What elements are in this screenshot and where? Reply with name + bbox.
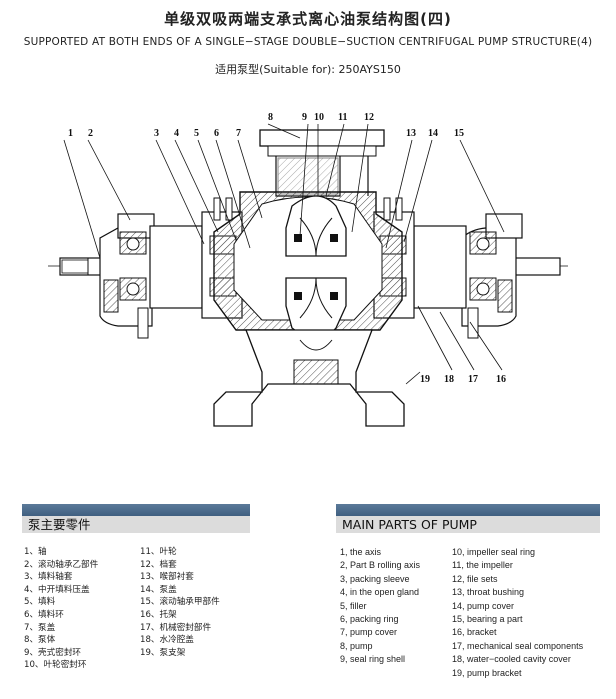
list-item: 8、泵体 [24, 635, 56, 646]
callout-12: 12 [364, 112, 374, 123]
callout-3: 3 [154, 128, 159, 139]
page-title: 单级双吸两端支承式离心油泵结构图(四) [164, 10, 452, 28]
parts-cn-column-2: 11、叶轮 12、档套 13、喉部衬套 14、泵盖 15、滚动轴承甲部件 16、… [140, 546, 220, 659]
list-item: 6、填料环 [24, 609, 64, 620]
callout-16: 16 [496, 374, 506, 385]
list-item: 2、滚动轴承乙部件 [24, 559, 99, 570]
callout-11: 11 [338, 112, 347, 123]
callout-9: 9 [302, 112, 307, 123]
callout-2: 2 [88, 128, 93, 139]
callout-7: 7 [236, 128, 241, 139]
list-item: 17, mechanical seal components [452, 640, 584, 651]
list-item: 17、机械密封部件 [140, 622, 212, 633]
callout-6: 6 [214, 128, 219, 139]
list-item: 15、滚动轴承甲部件 [140, 597, 220, 608]
parts-cn-column-1: 1、轴 2、滚动轴承乙部件 3、填料轴套 4、中开填料压盖 5、填料 6、填料环… [24, 546, 98, 672]
list-item: 13, throat bushing [452, 587, 525, 598]
page-subtitle: SUPPORTED AT BOTH ENDS OF A SINGLE−STAGE… [23, 36, 593, 48]
callout-14: 14 [428, 128, 438, 139]
list-item: 19, pump bracket [452, 667, 522, 678]
list-item: 4、中开填料压盖 [24, 584, 90, 595]
parts-en-column-2: 10, impeller seal ring 11, the impeller … [452, 546, 583, 680]
list-item: 6, packing ring [340, 613, 399, 624]
list-item: 18, water−cooled cavity cover [452, 654, 571, 665]
list-item: 15, bearing a part [452, 613, 523, 624]
callout-5: 5 [194, 128, 199, 139]
list-item: 1, the axis [340, 547, 382, 557]
list-item: 14、泵盖 [140, 584, 177, 595]
parts-en-header-bar [336, 504, 600, 516]
suitable-for: 适用泵型(Suitable for): 250AYS150 [215, 63, 401, 76]
callout-4: 4 [174, 128, 179, 139]
list-item: 9、壳式密封环 [24, 647, 82, 658]
callout-8: 8 [268, 112, 273, 123]
impeller [285, 195, 347, 339]
list-item: 1、轴 [24, 547, 47, 557]
list-item: 2, Part B rolling axis [340, 560, 421, 571]
list-item: 12、档套 [140, 559, 177, 570]
list-item: 16、托架 [140, 609, 177, 620]
pump-bracket [213, 329, 405, 427]
list-item: 11, the impeller [452, 560, 513, 571]
list-item: 4, in the open gland [340, 587, 420, 598]
list-item: 7、泵盖 [24, 622, 56, 633]
list-item: 9, seal ring shell [340, 654, 406, 665]
parts-en-heading: MAIN PARTS OF PUMP [336, 516, 600, 533]
list-item: 3、填料轴套 [24, 572, 73, 583]
list-item: 10, impeller seal ring [452, 547, 536, 557]
list-item: 11、叶轮 [140, 547, 177, 557]
parts-en-column-1: 1, the axis 2, Part B rolling axis 3, pa… [340, 546, 420, 667]
callout-18: 18 [444, 374, 454, 385]
leader-lines [63, 123, 505, 385]
left-bearing-housing [99, 213, 203, 339]
list-item: 5、填料 [24, 597, 56, 608]
callout-19: 19 [420, 374, 430, 385]
callout-13: 13 [406, 128, 416, 139]
list-item: 14, pump cover [452, 600, 515, 611]
callout-17: 17 [468, 374, 478, 385]
parts-cn-header-bar [22, 504, 250, 516]
list-item: 12, file sets [452, 573, 498, 584]
list-item: 19、泵支架 [140, 647, 186, 658]
callout-10: 10 [314, 112, 324, 123]
list-item: 5, filler [340, 600, 367, 611]
parts-cn-heading: 泵主要零件 [22, 516, 250, 533]
right-bearing-housing [413, 213, 523, 339]
list-item: 18、水冷腔盖 [140, 635, 194, 646]
callout-15: 15 [454, 128, 464, 139]
list-item: 10、叶轮密封环 [24, 660, 87, 671]
list-item: 13、喉部衬套 [140, 572, 194, 583]
list-item: 16, bracket [452, 627, 497, 638]
list-item: 8, pump [340, 640, 373, 651]
callout-1: 1 [68, 128, 73, 139]
list-item: 7, pump cover [340, 627, 398, 638]
list-item: 3, packing sleeve [340, 573, 410, 584]
pump-cross-section-drawing: 1 2 3 4 5 6 7 8 9 10 11 12 13 14 15 16 1… [48, 112, 568, 427]
